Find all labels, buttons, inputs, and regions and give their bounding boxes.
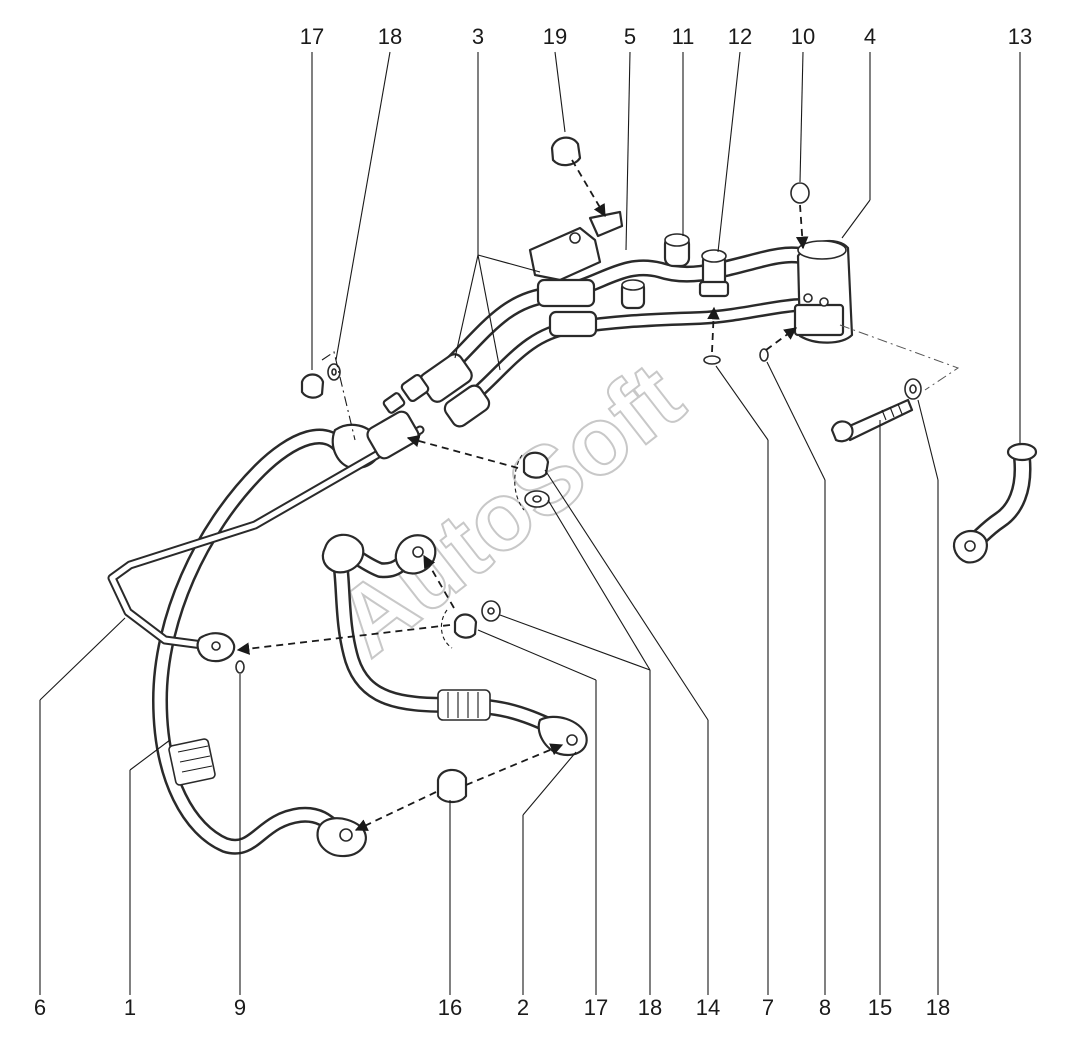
callout-19: 19 <box>543 24 567 49</box>
part-9-o-ring <box>235 660 245 674</box>
callout-4: 4 <box>864 24 876 49</box>
callout-11: 11 <box>672 24 695 49</box>
part-4-valve-block <box>793 240 854 344</box>
callout-18-top: 18 <box>378 24 402 49</box>
callout-8: 8 <box>819 995 831 1020</box>
assembly-arrows <box>236 159 809 831</box>
part-7-o-ring <box>703 355 721 365</box>
part-14-bolt <box>522 451 550 479</box>
part-19-nut <box>550 136 582 167</box>
part-17-nut-center <box>453 613 478 639</box>
callout-15: 15 <box>868 995 892 1020</box>
part-10-o-ring <box>790 182 810 204</box>
part-16-nut <box>436 768 468 804</box>
callout-6: 6 <box>34 995 46 1020</box>
callout-17-top: 17 <box>300 24 324 49</box>
callout-18-right: 18 <box>926 995 950 1020</box>
watermark-text: AutoSoft <box>317 343 702 677</box>
callout-2: 2 <box>517 995 529 1020</box>
callout-labels: 17 18 3 19 5 11 12 10 4 13 6 1 9 16 2 17… <box>34 24 1032 1020</box>
part-17-nut <box>300 373 325 399</box>
part-3-pipe-assembly <box>366 210 824 460</box>
callout-10: 10 <box>791 24 815 49</box>
part-13-pipe <box>952 442 1038 564</box>
callout-12: 12 <box>728 24 752 49</box>
callout-13: 13 <box>1008 24 1032 49</box>
callout-7: 7 <box>762 995 774 1020</box>
callout-17-bottom: 17 <box>584 995 608 1020</box>
leader-lines <box>39 51 1021 995</box>
part-6-tube <box>107 425 425 663</box>
callout-9: 9 <box>234 995 246 1020</box>
part-1-hose <box>152 423 381 858</box>
callout-16: 16 <box>438 995 462 1020</box>
part-15-bolt <box>830 398 914 443</box>
callout-5: 5 <box>624 24 636 49</box>
part-8-o-ring <box>759 348 769 362</box>
callout-3: 3 <box>472 24 484 49</box>
callout-18-bottom: 18 <box>638 995 662 1020</box>
callout-14: 14 <box>696 995 720 1020</box>
callout-1: 1 <box>124 995 136 1020</box>
